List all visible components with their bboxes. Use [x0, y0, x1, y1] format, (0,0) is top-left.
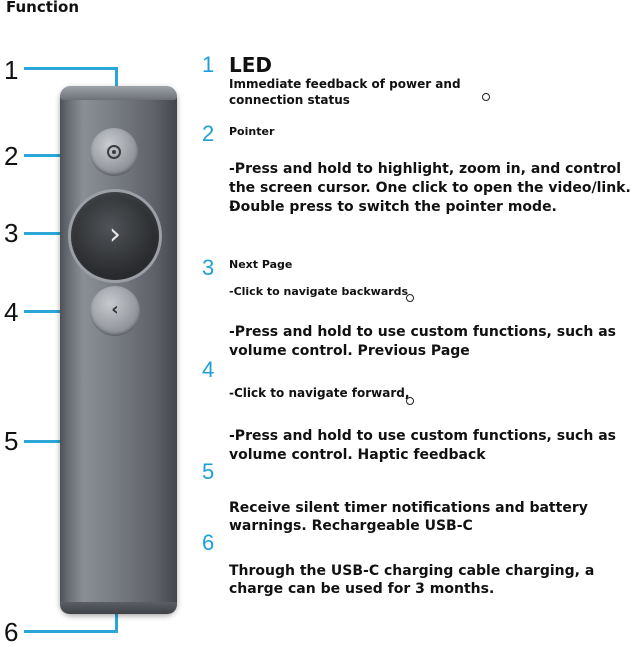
section-2-number: 2 [202, 121, 215, 146]
section-3-number: 3 [202, 255, 215, 280]
section-6-line-2: charge can be used for 3 months. [229, 581, 495, 597]
section-1-number: 1 [202, 52, 215, 77]
circle-dot-icon [406, 294, 414, 302]
section-1-line-2: connection status [229, 93, 350, 107]
section-2-line-2: the screen cursor. One click to open the… [229, 180, 631, 215]
page-title: Function [6, 0, 80, 16]
circle-dot-icon [482, 93, 490, 101]
callout-6: 6 [4, 617, 19, 647]
pointer-button [90, 128, 138, 176]
leader-line-3 [24, 232, 94, 235]
section-1-line-1: Immediate feedback of power and [229, 77, 461, 91]
section-3-line-2: -Press and hold to use custom functions,… [229, 324, 616, 340]
callout-1: 1 [4, 55, 19, 85]
section-2-line-1: -Press and hold to highlight, zoom in, a… [229, 161, 622, 177]
leader-line-4 [24, 310, 94, 313]
section-6-number: 6 [202, 530, 215, 555]
section-4-line-3: volume control. Haptic feedback [229, 447, 486, 463]
section-5-line-1: Receive silent timer notifications and b… [229, 500, 588, 516]
leader-line-2 [24, 154, 94, 157]
target-icon [107, 145, 121, 159]
chevron-left-icon: ‹ [111, 299, 119, 320]
remote-led-cap [60, 86, 177, 100]
next-page-button: › [71, 192, 159, 280]
section-5-number: 5 [202, 459, 215, 484]
callout-2: 2 [4, 141, 19, 171]
section-5-line-2: warnings. Rechargeable USB-C [229, 518, 473, 534]
section-2-heading: Pointer [229, 125, 275, 138]
section-6-line-1: Through the USB-C charging cable chargin… [229, 563, 595, 579]
section-1-heading: LED [229, 53, 273, 77]
section-3-line-1: -Click to navigate backwards [229, 285, 409, 298]
leader-line-1 [24, 67, 118, 70]
leader-line-6-vertical [115, 612, 118, 632]
circle-dot-icon [406, 397, 414, 405]
section-3-heading: Next Page [229, 258, 293, 271]
section-2-line-3: Double press to switch the pointer mode. [229, 199, 557, 215]
section-4-line-2: -Press and hold to use custom functions,… [229, 428, 616, 444]
remote-device: › ‹ [60, 86, 177, 614]
usb-c-end [60, 602, 177, 614]
section-3-line-3: volume control. Previous Page [229, 343, 470, 359]
leader-line-1-vertical [115, 67, 118, 89]
section-4-line-1: -Click to navigate forward, [229, 386, 410, 400]
previous-page-button: ‹ [90, 286, 140, 336]
section-4-number: 4 [202, 357, 215, 382]
leader-line-6 [24, 630, 118, 633]
callout-5: 5 [4, 426, 19, 456]
callout-3: 3 [4, 218, 19, 248]
chevron-right-icon: › [109, 217, 121, 252]
callout-4: 4 [4, 297, 19, 327]
